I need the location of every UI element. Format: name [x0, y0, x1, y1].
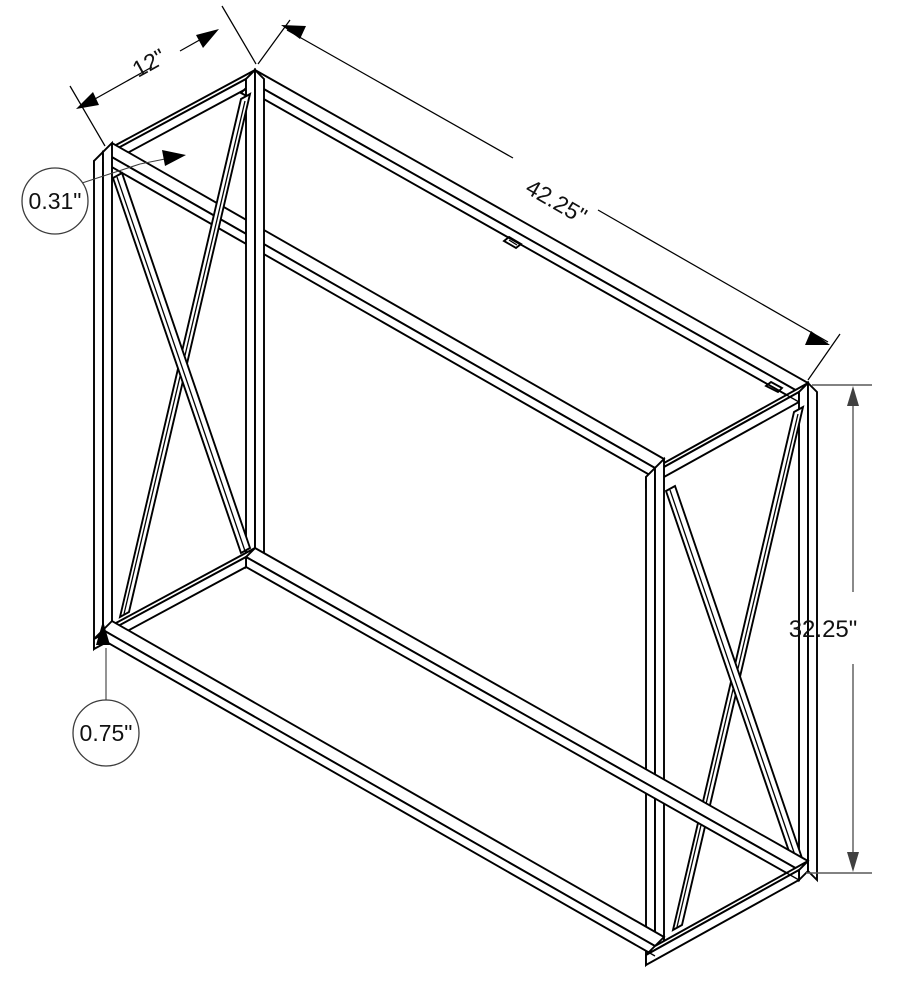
top-frame: [93, 68, 810, 489]
leg-rear-left-side: [254, 67, 265, 570]
width-arrowhead-right-icon: [805, 331, 830, 345]
width-extension-right: [807, 333, 841, 381]
shelf-rail-front-inner: [102, 628, 656, 958]
width-dimension-line-a: [286, 29, 514, 159]
tube-thickness-label: 0.31": [29, 188, 82, 214]
tube-thickness-callout: 0.31": [21, 150, 186, 235]
width-dimension: 42.25": [257, 19, 841, 381]
tube-thickness-arrowhead-icon: [162, 150, 186, 166]
top-rail-rear-edge: [245, 88, 800, 403]
shelf-rail-front-edge: [102, 639, 656, 957]
tube-thickness-leader: [78, 163, 141, 185]
depth-arrowhead-right-icon: [196, 29, 219, 48]
bracket-connector-right-icon: [764, 380, 784, 394]
leg-width-bubble: [72, 699, 140, 767]
top-rail-front-edge: [102, 161, 656, 479]
height-dimension-label: 32.25": [789, 616, 858, 643]
width-dimension-line-b: [597, 209, 829, 343]
shelf-rail-front-face: [101, 619, 666, 948]
shelf-rail-rear-edge: [245, 566, 800, 881]
leg-front-left: [93, 149, 104, 652]
depth-extension-left: [69, 85, 106, 147]
height-dimension: 32.25": [789, 384, 872, 874]
console-table-frame: [93, 67, 818, 968]
top-rail-front-face: [101, 141, 666, 470]
bracket-connector-icon: [502, 235, 523, 250]
leg-front-right-side: [654, 456, 665, 959]
height-arrowhead-top-icon: [847, 386, 859, 406]
leg-front-right: [645, 465, 656, 968]
width-arrowhead-left-icon: [281, 25, 306, 39]
top-rail-right-inner: [645, 390, 800, 489]
leg-width-callout: 0.75": [72, 621, 140, 767]
depth-arrowhead-left-icon: [76, 92, 99, 109]
right-side-panel: [645, 380, 818, 968]
top-rail-rear-face: [244, 68, 810, 394]
depth-dimension-line-a: [85, 66, 153, 105]
leg-width-label: 0.75": [80, 720, 133, 746]
tube-thickness-bubble: [21, 167, 89, 235]
bottom-shelf-frame: [93, 546, 810, 967]
depth-extension-rear: [221, 5, 257, 65]
leg-rear-left: [245, 67, 256, 570]
width-dimension-label: 42.25": [522, 174, 592, 229]
height-arrowhead-bottom-icon: [847, 852, 859, 872]
leg-front-left-side: [102, 140, 113, 643]
left-brace-bar-b: [111, 171, 252, 555]
left-side-panel: [93, 67, 265, 652]
top-rail-rear-inner: [245, 77, 800, 404]
leg-width-arrowhead-icon: [96, 621, 110, 645]
shelf-rail-right-inner: [645, 868, 800, 967]
